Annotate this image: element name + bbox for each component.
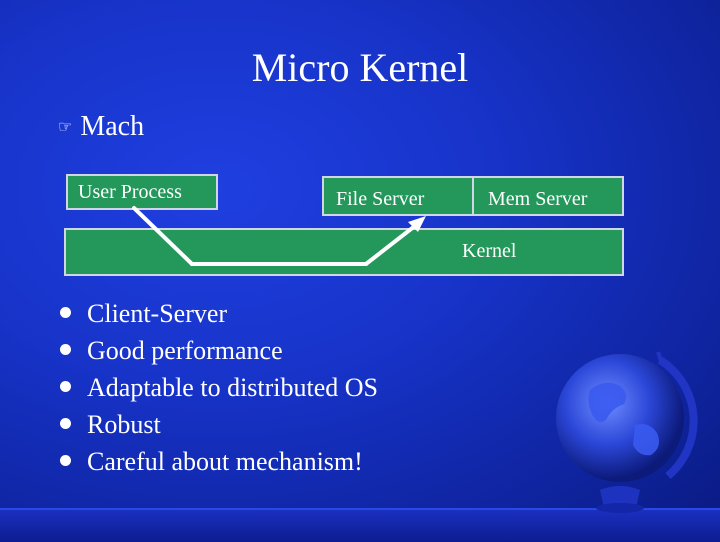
subheading-label: Mach — [80, 111, 145, 142]
list-item: Client-Server — [60, 295, 378, 332]
mem-server-label: Mem Server — [488, 188, 588, 210]
kernel-box: Kernel — [64, 228, 624, 276]
arrow-down-segment — [132, 206, 194, 266]
list-item: Good performance — [60, 332, 378, 369]
globe-icon — [556, 351, 698, 513]
slide-title: Micro Kernel — [251, 45, 469, 90]
bullet-icon — [60, 418, 71, 429]
mem-server-box: Mem Server — [472, 176, 624, 216]
bullet-icon — [60, 307, 71, 318]
user-process-label: User Process — [78, 181, 182, 203]
user-process-box: User Process — [66, 174, 218, 210]
pointing-hand-icon: ☞ — [58, 119, 73, 136]
bullet-icon — [60, 455, 71, 466]
kernel-label: Kernel — [462, 240, 517, 262]
list-item: Careful about mechanism! — [60, 443, 378, 480]
list-item: Adaptable to distributed OS — [60, 369, 378, 406]
list-item: Robust — [60, 406, 378, 443]
bullet-list: Client-Server Good performance Adaptable… — [60, 295, 378, 480]
bullet-icon — [60, 344, 71, 355]
subheading: ☞ Mach — [58, 110, 144, 148]
file-server-label: File Server — [336, 188, 425, 210]
arrowhead-icon — [408, 216, 426, 232]
bullet-icon — [60, 381, 71, 392]
footer-bar — [0, 508, 720, 542]
file-server-box: File Server — [322, 176, 474, 216]
arrow-up-segment — [364, 220, 422, 266]
